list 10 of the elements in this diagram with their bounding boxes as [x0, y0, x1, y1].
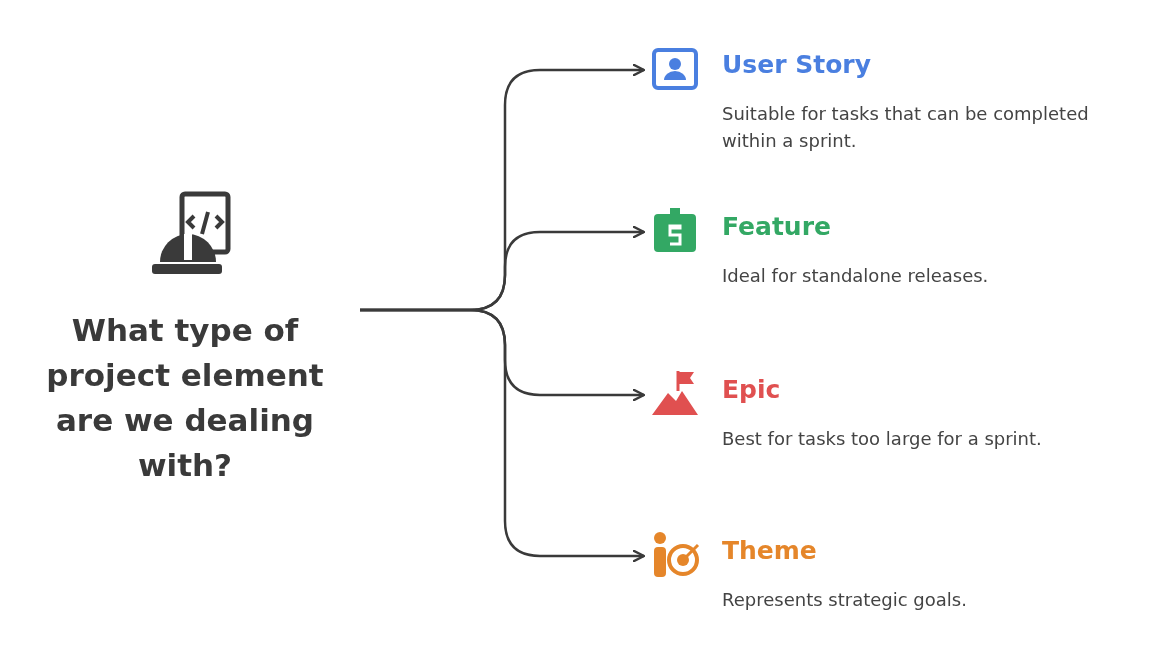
item-heading: User Story: [722, 50, 871, 79]
item-description: Ideal for standalone releases.: [722, 264, 990, 288]
item-description: Represents strategic goals.: [722, 588, 968, 612]
arrow: [360, 308, 646, 563]
item-heading: Theme: [722, 536, 817, 565]
item-heading: Feature: [722, 212, 831, 241]
item-description: Suitable for tasks that can be completed within a sprint.: [722, 102, 1090, 153]
item-heading: Epic: [722, 375, 781, 404]
item-description: Best for tasks too large for a sprint.: [722, 427, 1043, 451]
question-text: What type of project element are we dealing with?: [45, 311, 325, 485]
